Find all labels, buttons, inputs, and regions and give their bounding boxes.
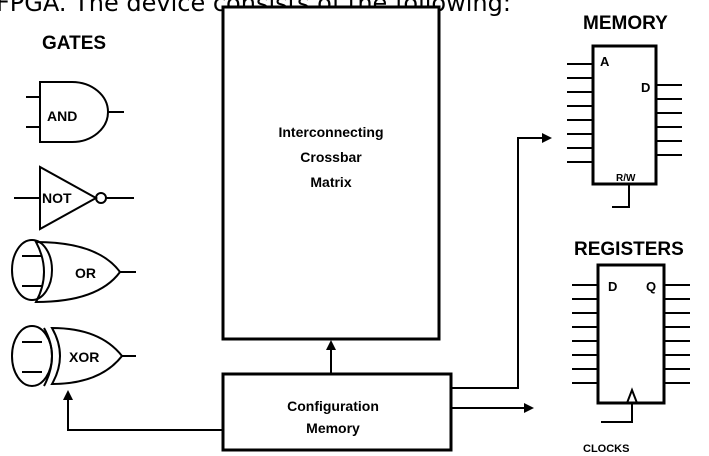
not-gate: NOT <box>14 165 134 231</box>
or-gate: OR <box>11 239 136 304</box>
not-gate-label: NOT <box>42 190 72 206</box>
arrow-to-memory <box>451 133 552 389</box>
crossbar-line-1: Interconnecting <box>278 124 383 140</box>
crossbar-line-3: Matrix <box>310 174 351 190</box>
memory-heading: MEMORY <box>583 13 668 34</box>
or-gate-label: OR <box>75 265 96 281</box>
arrow-to-gates <box>63 390 223 431</box>
memory-chip: A D R/W <box>567 44 682 208</box>
and-gate: AND <box>26 81 124 143</box>
gates-heading: GATES <box>42 33 106 54</box>
config-line-1: Configuration <box>287 398 379 414</box>
registers-q-label: Q <box>646 279 656 294</box>
and-gate-label: AND <box>47 108 77 124</box>
registers-chip: D Q CLOCKS <box>572 263 690 455</box>
configuration-memory-box <box>221 372 453 452</box>
memory-address-label: A <box>600 54 610 69</box>
registers-heading: REGISTERS <box>574 239 684 260</box>
config-connections <box>63 133 552 431</box>
crossbar-line-2: Crossbar <box>300 149 362 165</box>
xor-gate-label: XOR <box>69 349 99 365</box>
crossbar-matrix-box <box>221 5 441 341</box>
memory-data-label: D <box>641 80 650 95</box>
clocks-label: CLOCKS <box>583 443 629 455</box>
registers-d-label: D <box>608 279 617 294</box>
xor-gate: XOR <box>11 325 136 387</box>
memory-rw-label: R/W <box>616 173 636 184</box>
config-line-2: Memory <box>306 420 360 436</box>
